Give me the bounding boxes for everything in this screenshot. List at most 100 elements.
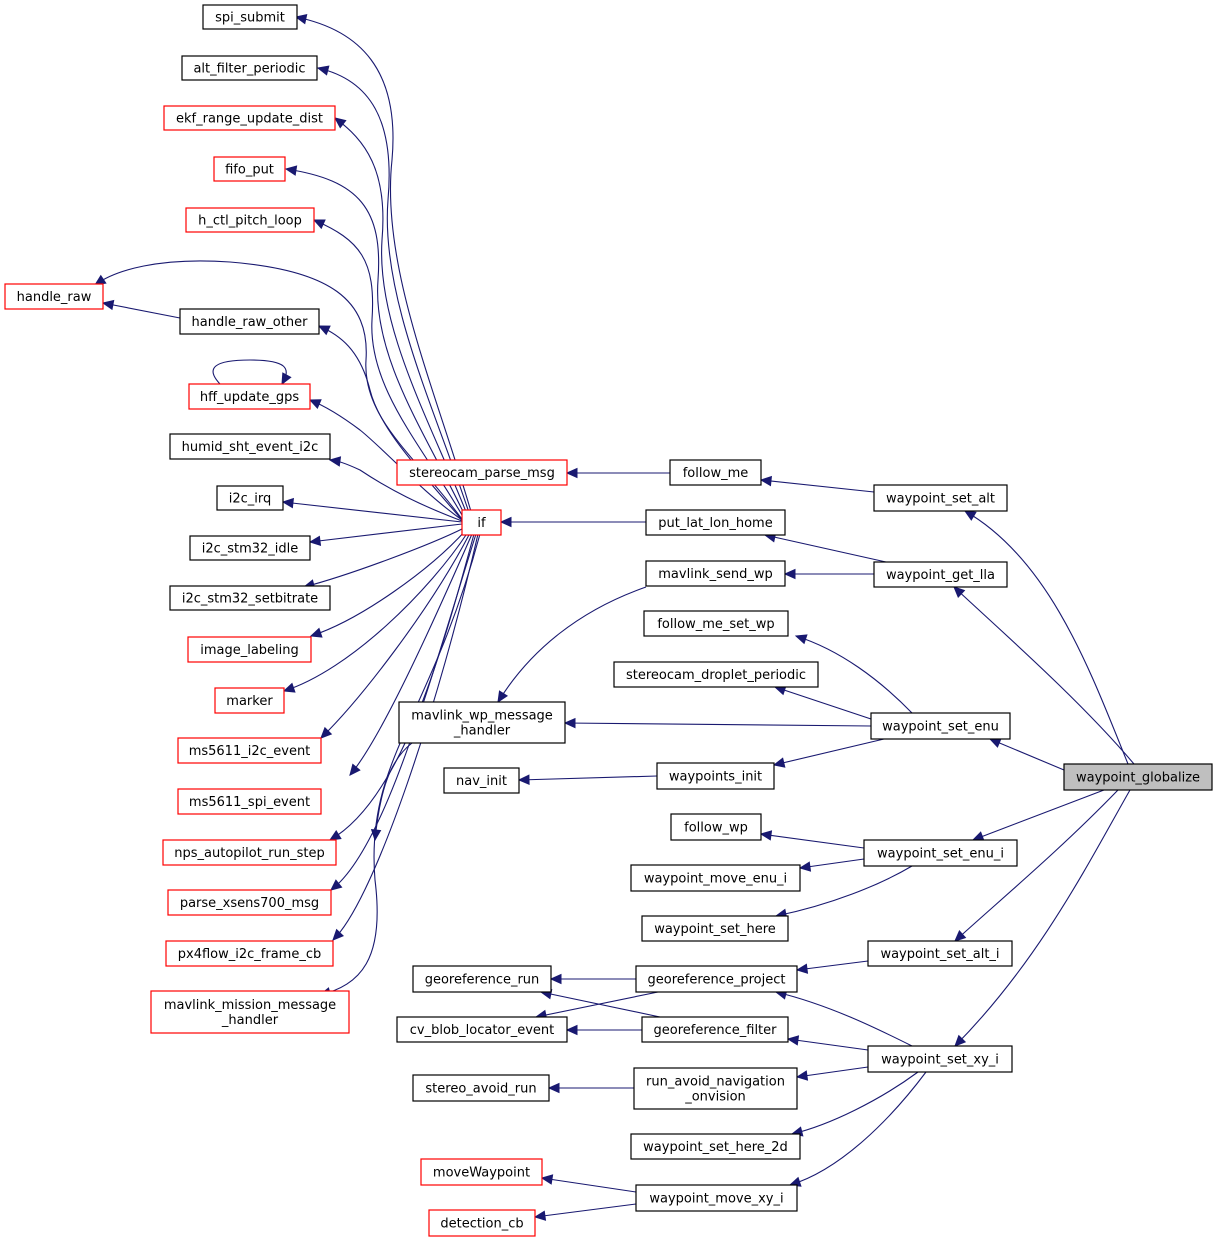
node-box[interactable] (643, 610, 789, 637)
node-box[interactable] (412, 1074, 550, 1102)
node-humid_sht_event_i2c[interactable]: humid_sht_event_i2c (169, 433, 331, 460)
node-box[interactable] (867, 940, 1013, 967)
node-box[interactable] (412, 965, 552, 993)
node-box[interactable] (398, 701, 566, 744)
node-box[interactable] (181, 55, 318, 81)
node-nps_autopilot_run_step[interactable]: nps_autopilot_run_step (162, 839, 337, 866)
node-mavlink_wp_message_handler[interactable]: mavlink_wp_message_handler (398, 701, 566, 744)
node-waypoint_set_enu_i[interactable]: waypoint_set_enu_i (863, 839, 1018, 867)
node-i2c_stm32_setbitrate[interactable]: i2c_stm32_setbitrate (169, 585, 331, 611)
node-waypoint_move_enu_i[interactable]: waypoint_move_enu_i (630, 864, 801, 892)
node-waypoint_move_xy_i[interactable]: waypoint_move_xy_i (635, 1184, 798, 1212)
node-box[interactable] (645, 509, 786, 536)
node-box[interactable] (443, 767, 520, 794)
node-ms5611_spi_event[interactable]: ms5611_spi_event (177, 788, 322, 815)
node-mavlink_mission_message_handler[interactable]: mavlink_mission_message_handler (150, 990, 350, 1034)
node-moveWaypoint[interactable]: moveWaypoint (420, 1158, 543, 1186)
node-i2c_irq[interactable]: i2c_irq (216, 485, 284, 511)
node-box[interactable] (428, 1209, 536, 1237)
node-follow_me_set_wp[interactable]: follow_me_set_wp (643, 610, 789, 637)
node-box[interactable] (867, 1045, 1013, 1073)
node-box[interactable] (656, 762, 775, 790)
node-if[interactable]: if (461, 509, 502, 536)
node-cv_blob_locator_event[interactable]: cv_blob_locator_event (396, 1016, 568, 1043)
node-waypoint_set_alt[interactable]: waypoint_set_alt (873, 484, 1008, 512)
node-box[interactable] (189, 535, 311, 561)
node-ekf_range_update_dist[interactable]: ekf_range_update_dist (163, 105, 336, 131)
node-georeference_filter[interactable]: georeference_filter (641, 1016, 789, 1043)
node-box[interactable] (873, 484, 1008, 512)
node-box[interactable] (163, 105, 336, 131)
node-handle_raw_other[interactable]: handle_raw_other (179, 308, 320, 335)
node-box[interactable] (613, 661, 819, 688)
node-box[interactable] (630, 864, 801, 892)
node-nav_init[interactable]: nav_init (443, 767, 520, 794)
node-spi_submit[interactable]: spi_submit (202, 4, 298, 30)
node-box[interactable] (177, 788, 322, 815)
node-box[interactable] (873, 561, 1008, 588)
node-box[interactable] (213, 156, 286, 182)
node-georeference_run[interactable]: georeference_run (412, 965, 552, 993)
node-georeference_project[interactable]: georeference_project (635, 965, 798, 993)
node-waypoint_set_here[interactable]: waypoint_set_here (641, 915, 789, 942)
node-box[interactable] (179, 308, 320, 335)
node-waypoint_set_here_2d[interactable]: waypoint_set_here_2d (630, 1133, 801, 1160)
node-box[interactable] (150, 990, 350, 1034)
node-box[interactable] (635, 965, 798, 993)
node-box[interactable] (202, 4, 298, 30)
node-box[interactable] (635, 1184, 798, 1212)
node-box[interactable] (420, 1158, 543, 1186)
node-px4flow_i2c_frame_cb[interactable]: px4flow_i2c_frame_cb (165, 940, 334, 967)
node-alt_filter_periodic[interactable]: alt_filter_periodic (181, 55, 318, 81)
node-waypoint_globalize[interactable]: waypoint_globalize (1063, 763, 1213, 791)
node-box[interactable] (177, 737, 322, 764)
node-box[interactable] (630, 1133, 801, 1160)
node-box[interactable] (188, 383, 311, 410)
node-box[interactable] (167, 889, 332, 916)
node-stereo_avoid_run[interactable]: stereo_avoid_run (412, 1074, 550, 1102)
node-box[interactable] (169, 433, 331, 460)
node-handle_raw[interactable]: handle_raw (4, 283, 104, 310)
node-waypoint_get_lla[interactable]: waypoint_get_lla (873, 561, 1008, 588)
node-stereocam_droplet_periodic[interactable]: stereocam_droplet_periodic (613, 661, 819, 688)
node-i2c_stm32_idle[interactable]: i2c_stm32_idle (189, 535, 311, 561)
node-fifo_put[interactable]: fifo_put (213, 156, 286, 182)
node-ms5611_i2c_event[interactable]: ms5611_i2c_event (177, 737, 322, 764)
node-detection_cb[interactable]: detection_cb (428, 1209, 536, 1237)
node-run_avoid_navigation_onvision[interactable]: run_avoid_navigation_onvision (633, 1067, 798, 1110)
node-box[interactable] (165, 940, 334, 967)
node-box[interactable] (461, 509, 502, 536)
node-stereocam_parse_msg[interactable]: stereocam_parse_msg (396, 459, 568, 486)
node-waypoint_set_alt_i[interactable]: waypoint_set_alt_i (867, 940, 1013, 967)
node-box[interactable] (670, 813, 762, 841)
node-box[interactable] (641, 1016, 789, 1043)
node-follow_wp[interactable]: follow_wp (670, 813, 762, 841)
node-image_labeling[interactable]: image_labeling (187, 636, 312, 663)
node-box[interactable] (162, 839, 337, 866)
node-hff_update_gps[interactable]: hff_update_gps (188, 383, 311, 410)
node-box[interactable] (185, 207, 315, 233)
node-box[interactable] (187, 636, 312, 663)
node-mavlink_send_wp[interactable]: mavlink_send_wp (645, 560, 786, 587)
node-box[interactable] (214, 687, 285, 714)
node-box[interactable] (863, 839, 1018, 867)
node-box[interactable] (216, 485, 284, 511)
node-box[interactable] (641, 915, 789, 942)
node-box[interactable] (4, 283, 104, 310)
node-waypoint_set_xy_i[interactable]: waypoint_set_xy_i (867, 1045, 1013, 1073)
node-h_ctl_pitch_loop[interactable]: h_ctl_pitch_loop (185, 207, 315, 233)
node-follow_me[interactable]: follow_me (669, 459, 762, 486)
node-box[interactable] (396, 1016, 568, 1043)
node-box[interactable] (1063, 763, 1213, 791)
node-waypoints_init[interactable]: waypoints_init (656, 762, 775, 790)
node-marker[interactable]: marker (214, 687, 285, 714)
node-box[interactable] (633, 1067, 798, 1110)
node-put_lat_lon_home[interactable]: put_lat_lon_home (645, 509, 786, 536)
node-waypoint_set_enu[interactable]: waypoint_set_enu (870, 712, 1011, 740)
node-box[interactable] (645, 560, 786, 587)
node-box[interactable] (396, 459, 568, 486)
node-box[interactable] (669, 459, 762, 486)
node-box[interactable] (169, 585, 331, 611)
node-parse_xsens700_msg[interactable]: parse_xsens700_msg (167, 889, 332, 916)
node-box[interactable] (870, 712, 1011, 740)
